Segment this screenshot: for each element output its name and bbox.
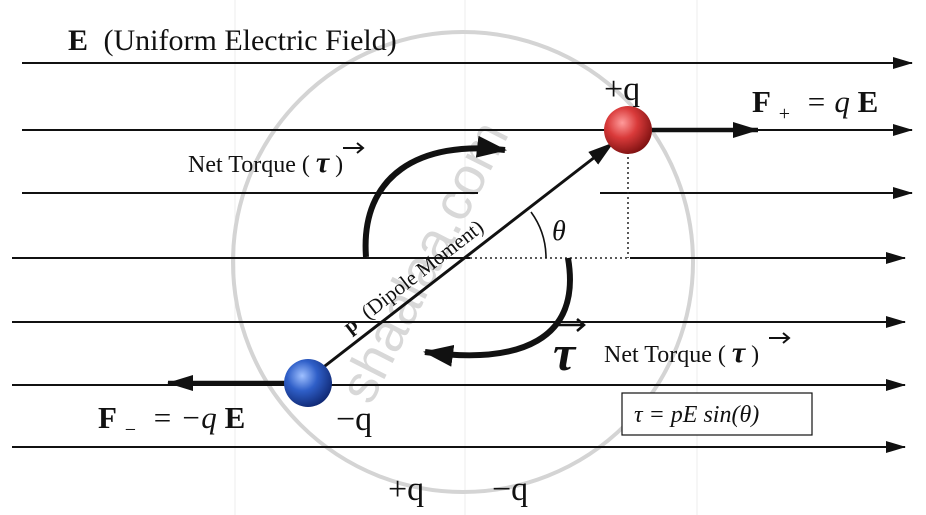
dipole-vector xyxy=(311,141,614,378)
torque-lower-tau: τ xyxy=(732,336,747,369)
negative-charge-ball xyxy=(284,359,332,407)
force-positive-e: E xyxy=(858,84,879,119)
field-title: E (Uniform Electric Field) xyxy=(68,24,397,57)
positive-charge-label: +q xyxy=(604,71,640,108)
field-symbol: E xyxy=(68,24,88,57)
torque-formula-box: τ = pE sin(θ) xyxy=(621,392,813,436)
force-positive-symbol: F xyxy=(752,84,771,119)
force-negative-e: E xyxy=(225,400,246,435)
torque-upper-tau: τ xyxy=(316,146,331,179)
torque-lower-text: Net Torque ( xyxy=(604,342,726,368)
torque-lower-vector-arrow xyxy=(769,332,791,344)
force-negative-equals: = −q xyxy=(152,400,217,435)
force-negative-subscript: − xyxy=(125,419,136,441)
force-positive-subscript: + xyxy=(779,103,790,125)
torque-upper-vector-arrow xyxy=(343,142,365,154)
torque-label-lower: Net Torque ( τ ) xyxy=(604,336,759,369)
torque-arrow-lower xyxy=(423,257,573,367)
angle-label: θ xyxy=(552,216,566,247)
torque-large-vector-arrow xyxy=(557,318,586,332)
torque-upper-text: Net Torque ( xyxy=(188,152,310,178)
negative-charge-label: −q xyxy=(336,401,372,438)
field-lines xyxy=(12,57,913,453)
force-negative-label: F − = −q E xyxy=(98,400,245,443)
positive-charge-ball xyxy=(604,106,652,154)
torque-label-upper: Net Torque ( τ ) xyxy=(188,146,343,179)
force-negative-symbol: F xyxy=(98,400,117,435)
torque-upper-close: ) xyxy=(335,152,343,178)
field-description: (Uniform Electric Field) xyxy=(104,24,397,57)
bottom-label-negative: −q xyxy=(492,471,528,508)
force-positive-label: F + = q E xyxy=(752,84,878,127)
torque-symbol-large: τ xyxy=(553,325,577,381)
torque-formula: τ = pE sin(θ) xyxy=(634,402,759,428)
angle-arc xyxy=(530,211,547,259)
watermark-circle xyxy=(231,30,695,494)
torque-arrow-upper xyxy=(362,135,507,258)
bottom-label-positive: +q xyxy=(388,471,424,508)
force-positive-equals: = q xyxy=(806,84,850,119)
torque-lower-close: ) xyxy=(751,342,759,368)
reference-lines xyxy=(470,152,630,259)
